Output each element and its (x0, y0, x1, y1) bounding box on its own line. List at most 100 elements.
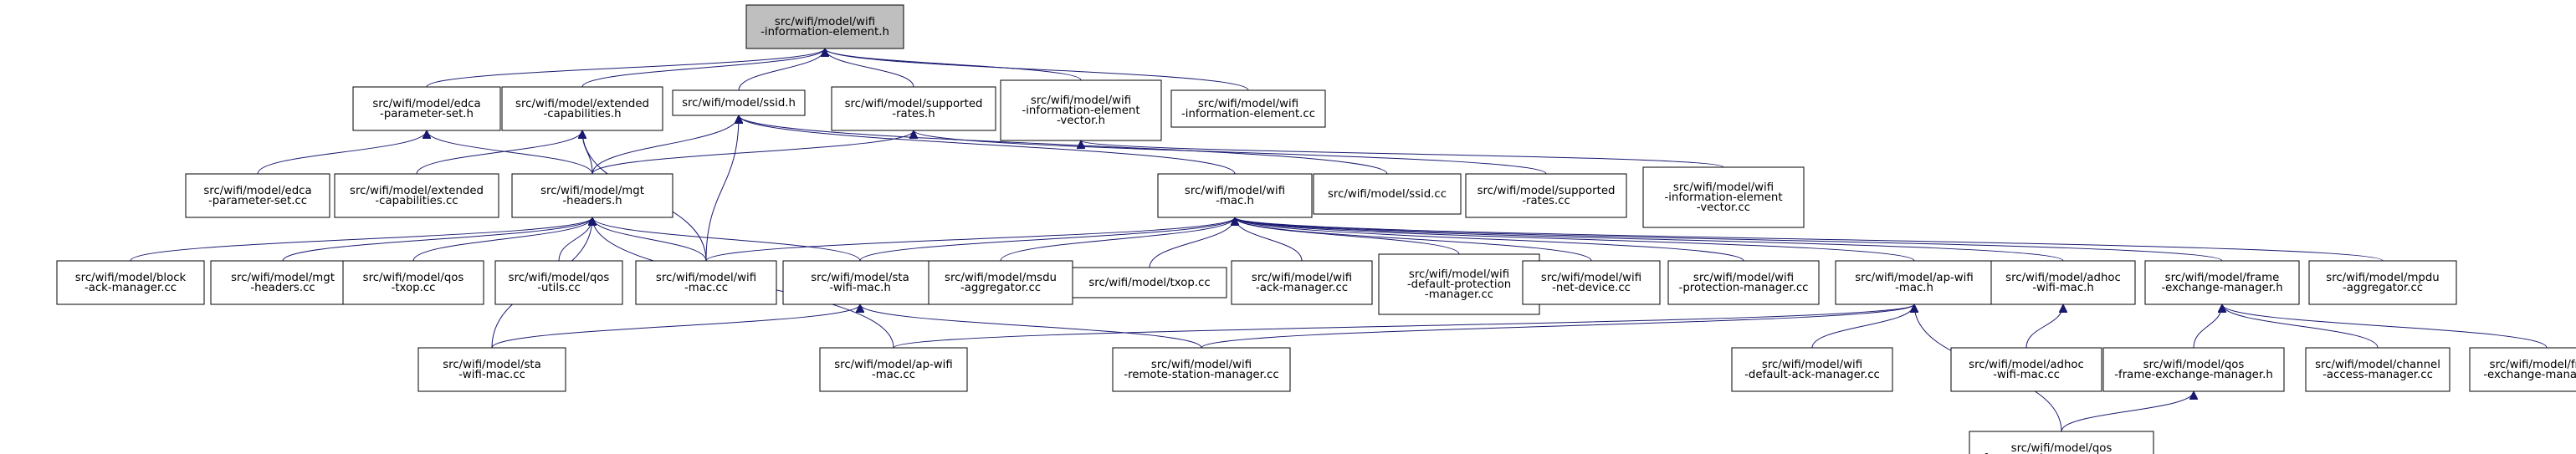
node-label-line: src/wifi/model/frame (2165, 272, 2280, 284)
node-label-line: -rates.h (892, 108, 935, 120)
node-label-line: -wifi-mac.h (829, 282, 891, 294)
node-box (819, 347, 968, 392)
node-label-line: src/wifi/model/sta (443, 359, 541, 371)
node-box (2308, 260, 2457, 305)
node-wifi-net-device-cc[interactable]: src/wifi/model/wifi-net-device.cc (1522, 260, 1661, 305)
node-label-line: src/wifi/model/channel (2315, 359, 2440, 371)
node-mgt-headers-h[interactable]: src/wifi/model/mgt-headers.h (511, 173, 673, 218)
node-label-line: -txop.cc (392, 282, 436, 294)
node-information-element-vector-h[interactable]: src/wifi/model/wifi-information-element-… (1000, 79, 1162, 141)
node-extended-capabilities-cc[interactable]: src/wifi/model/extended-capabilities.cc (334, 173, 499, 218)
node-adhoc-wifi-mac-cc[interactable]: src/wifi/model/adhoc-wifi-mac.cc (1950, 347, 2102, 392)
node-box (1378, 253, 1540, 315)
node-wifi-protection-manager-cc[interactable]: src/wifi/model/wifi-protection-manager.c… (1667, 260, 1820, 305)
node-label-line: src/wifi/model/supported (845, 98, 983, 110)
node-remote-station-manager-cc[interactable]: src/wifi/model/wifi-remote-station-manag… (1112, 347, 1291, 392)
node-edca-parameter-set-h[interactable]: src/wifi/model/edca-parameter-set.h (352, 86, 501, 131)
node-label-line: src/wifi/model/wifi (1673, 181, 1774, 194)
edge-frame-exchange-manager-cc-to-frame-exchange-manager-h (2222, 304, 2548, 349)
edge-ap-wifi-mac-h-to-wifi-mac-h (1235, 217, 1915, 262)
node-information-element-h[interactable]: src/wifi/model/wifi-information-element.… (745, 4, 904, 49)
node-mpdu-aggregator-cc[interactable]: src/wifi/model/mpdu-aggregator.cc (2308, 260, 2457, 305)
node-box (1157, 173, 1313, 218)
edge-block-ack-manager-cc-to-mgt-headers-h (130, 217, 592, 262)
edge-extended-capabilities-cc-to-extended-capabilities-h (416, 130, 582, 175)
node-frame-exchange-manager-h[interactable]: src/wifi/model/frame-exchange-manager.h (2144, 260, 2300, 305)
edge-information-element-vector-h-to-information-element-h (825, 48, 1082, 81)
node-label-line: -protection-manager.cc (1679, 282, 1809, 294)
node-extended-capabilities-h[interactable]: src/wifi/model/extended-capabilities.h (501, 86, 663, 131)
node-box (511, 173, 673, 218)
node-box (1112, 347, 1291, 392)
node-label-line: src/wifi/model/wifi (1693, 272, 1794, 284)
node-wifi-ack-manager-cc[interactable]: src/wifi/model/wifi-ack-manager.cc (1231, 260, 1373, 305)
edges-layer (130, 48, 2548, 432)
node-qos-fem-cc[interactable]: src/wifi/model/qos-frame-exchange-manage… (1969, 431, 2154, 454)
edge-mgt-headers-h-to-supported-rates-h (592, 130, 914, 175)
node-box (928, 260, 1073, 305)
node-sta-wifi-mac-cc[interactable]: src/wifi/model/sta-wifi-mac.cc (417, 347, 566, 392)
node-box (1522, 260, 1661, 305)
node-box (1170, 89, 1326, 128)
node-label-line: src/wifi/model/edca (372, 98, 480, 110)
node-ssid-h[interactable]: src/wifi/model/ssid.h (672, 89, 806, 116)
node-supported-rates-h[interactable]: src/wifi/model/supported-rates.h (831, 86, 996, 131)
node-box (1667, 260, 1820, 305)
node-ap-wifi-mac-cc[interactable]: src/wifi/model/ap-wifi-mac.cc (819, 347, 968, 392)
node-box (494, 260, 623, 305)
node-label-line: src/wifi/model/block (75, 272, 187, 284)
node-box (56, 260, 205, 305)
node-box (185, 173, 330, 218)
node-msdu-aggregator-cc[interactable]: src/wifi/model/msdu-aggregator.cc (928, 260, 1073, 305)
node-label-line: src/wifi/model/wifi (775, 16, 875, 28)
node-qos-fem-h[interactable]: src/wifi/model/qos-frame-exchange-manage… (2102, 347, 2285, 392)
edge-information-element-cc-to-information-element-h (825, 48, 1249, 91)
edge-mgt-headers-h-to-edca-parameter-set-h (427, 130, 593, 175)
node-sta-wifi-mac-h[interactable]: src/wifi/model/sta-wifi-mac.h (782, 260, 938, 305)
node-label-line: src/wifi/model/ssid.cc (1328, 188, 1447, 201)
node-label-line: src/wifi/model/wifi (1409, 268, 1509, 281)
node-box (342, 260, 484, 305)
node-supported-rates-cc[interactable]: src/wifi/model/supported-rates.cc (1465, 173, 1627, 218)
node-box (782, 260, 938, 305)
node-wifi-mac-cc[interactable]: src/wifi/model/wifi-mac.cc (635, 260, 777, 305)
node-information-element-cc[interactable]: src/wifi/model/wifi-information-element.… (1170, 89, 1326, 128)
node-frame-exchange-manager-cc[interactable]: src/wifi/model/frame-exchange-manager.cc (2469, 347, 2576, 392)
node-box (2305, 347, 2451, 392)
node-box (1950, 347, 2102, 392)
node-box (635, 260, 777, 305)
node-information-element-vector-cc[interactable]: src/wifi/model/wifi-information-element-… (1642, 166, 1805, 228)
node-box (745, 4, 904, 49)
node-ssid-cc[interactable]: src/wifi/model/ssid.cc (1313, 173, 1462, 215)
node-wifi-mac-h[interactable]: src/wifi/model/wifi-mac.h (1157, 173, 1313, 218)
node-box (1072, 267, 1227, 298)
node-label-line: -headers.h (562, 195, 622, 207)
edge-supported-rates-cc-to-supported-rates-h (914, 130, 1547, 175)
node-box (1465, 173, 1627, 218)
node-ap-wifi-mac-h[interactable]: src/wifi/model/ap-wifi-mac.h (1835, 260, 1994, 305)
node-channel-access-manager-cc[interactable]: src/wifi/model/channel-access-manager.cc (2305, 347, 2451, 392)
node-qos-txop-cc[interactable]: src/wifi/model/qos-txop.cc (342, 260, 484, 305)
node-mgt-headers-cc[interactable]: src/wifi/model/mgt-headers.cc (210, 260, 356, 305)
node-default-protection-manager-cc[interactable]: src/wifi/model/wifi-default-protection-m… (1378, 253, 1540, 315)
node-label-line: -remote-station-manager.cc (1124, 369, 1278, 381)
node-edca-parameter-set-cc[interactable]: src/wifi/model/edca-parameter-set.cc (185, 173, 330, 218)
node-label-line: -information-element.cc (1181, 108, 1315, 120)
node-label-line: -rates.cc (1522, 195, 1570, 207)
node-label-line: -capabilities.cc (375, 195, 458, 207)
node-adhoc-wifi-mac-h[interactable]: src/wifi/model/adhoc-wifi-mac.h (1990, 260, 2136, 305)
node-label-line: -net-device.cc (1552, 282, 1631, 294)
node-txop-cc[interactable]: src/wifi/model/txop.cc (1072, 267, 1227, 298)
node-qos-utils-cc[interactable]: src/wifi/model/qos-utils.cc (494, 260, 623, 305)
edge-wifi-protection-manager-cc-to-wifi-mac-h (1235, 217, 1744, 262)
node-label-line: src/wifi/model/wifi (1541, 272, 1641, 284)
node-label-line: -information-element.h (761, 26, 889, 38)
edge-sta-wifi-mac-h-to-wifi-mac-h (859, 217, 1235, 262)
node-label-line: -parameter-set.cc (208, 195, 307, 207)
edge-edca-parameter-set-h-to-information-element-h (426, 48, 825, 88)
edge-default-protection-manager-cc-to-wifi-mac-h (1235, 217, 1460, 255)
edge-wifi-net-device-cc-to-wifi-mac-h (1235, 217, 1592, 262)
node-default-ack-manager-cc[interactable]: src/wifi/model/wifi-default-ack-manager.… (1731, 347, 1893, 392)
node-block-ack-manager-cc[interactable]: src/wifi/model/block-ack-manager.cc (56, 260, 205, 305)
